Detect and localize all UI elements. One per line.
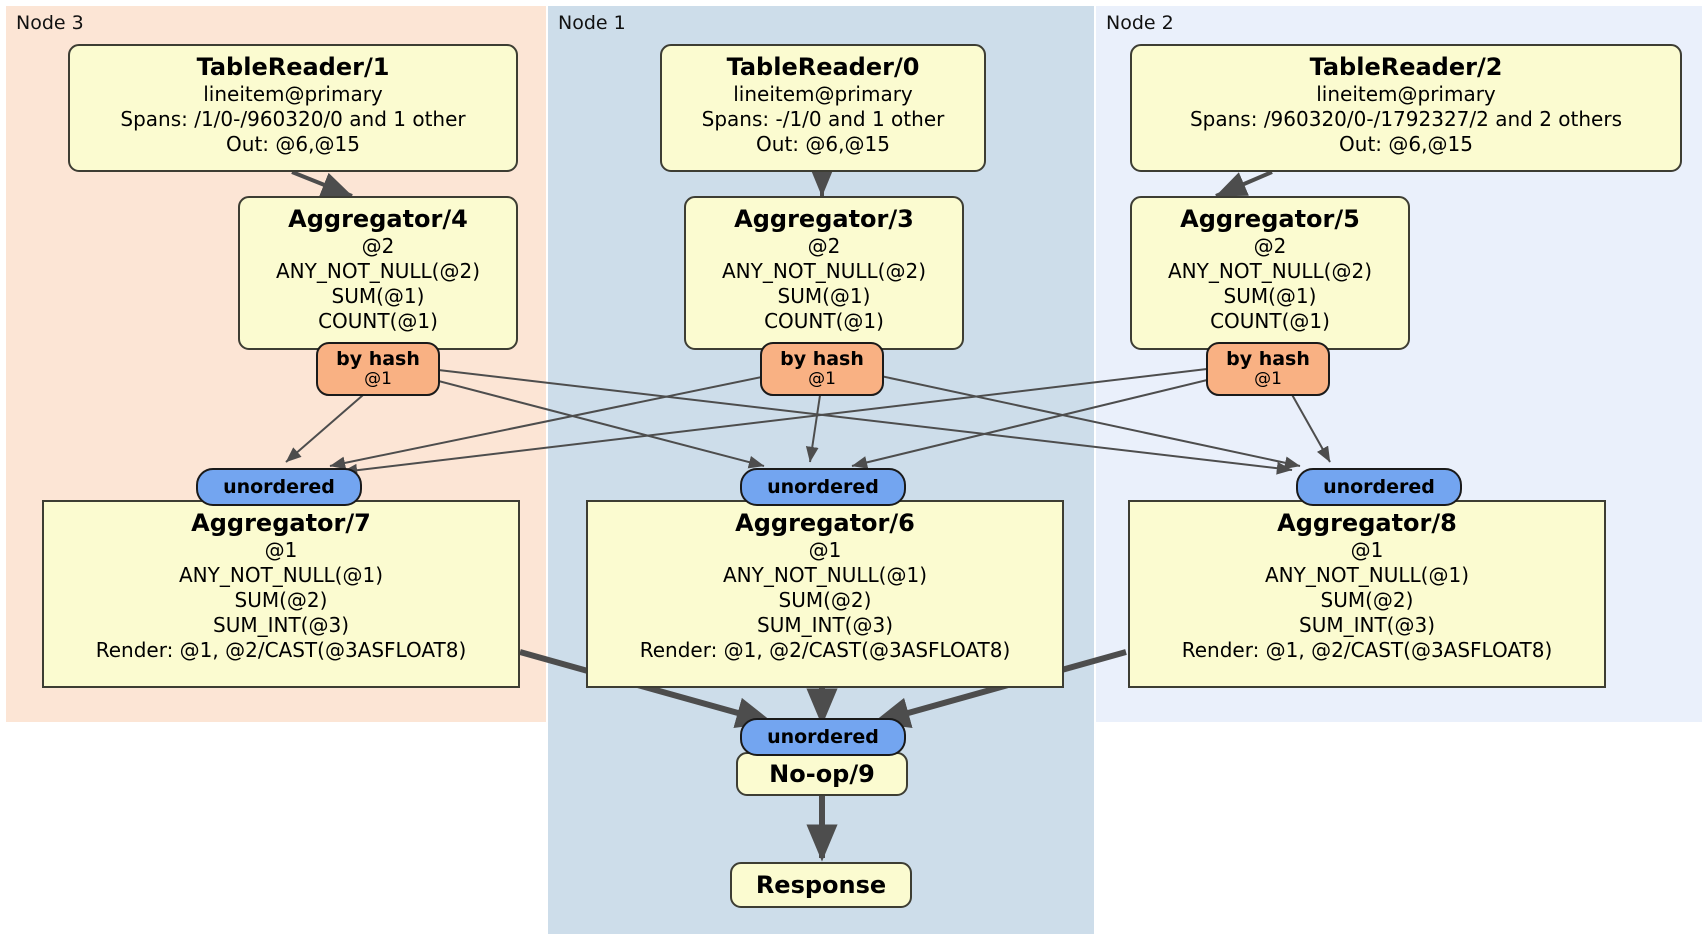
- processor-line: @2: [1253, 234, 1287, 258]
- processor-table-reader-2[interactable]: TableReader/2 lineitem@primary Spans: /9…: [1130, 44, 1682, 172]
- processor-line: ANY_NOT_NULL(@2): [1168, 259, 1372, 283]
- processor-title: Aggregator/6: [735, 509, 915, 537]
- processor-line: lineitem@primary: [733, 82, 913, 106]
- processor-line: lineitem@primary: [1316, 82, 1496, 106]
- processor-line: lineitem@primary: [203, 82, 383, 106]
- processor-noop-9[interactable]: No-op/9: [736, 752, 908, 796]
- processor-title: TableReader/1: [196, 53, 390, 81]
- node-label-node2: Node 2: [1106, 12, 1174, 34]
- processor-line: SUM(@2): [778, 588, 872, 612]
- unordered-sync-label: unordered: [223, 475, 335, 498]
- processor-line: Out: @6,@15: [226, 132, 360, 156]
- unordered-sync-label: unordered: [767, 725, 879, 748]
- processor-line: SUM_INT(@3): [757, 613, 893, 637]
- processor-line: @2: [361, 234, 395, 258]
- processor-title: Aggregator/4: [288, 205, 468, 233]
- unordered-sync-left[interactable]: unordered: [196, 468, 362, 506]
- processor-line: @1: [264, 538, 298, 562]
- processor-title: Response: [755, 871, 887, 899]
- processor-line: Spans: /960320/0-/1792327/2 and 2 others: [1189, 107, 1622, 131]
- processor-title: Aggregator/5: [1180, 205, 1360, 233]
- processor-aggregator-8[interactable]: Aggregator/8 @1 ANY_NOT_NULL(@1) SUM(@2)…: [1128, 500, 1606, 688]
- processor-line: @1: [1350, 538, 1384, 562]
- node-label-node1: Node 1: [558, 12, 626, 34]
- processor-line: SUM(@1): [777, 284, 871, 308]
- hash-router-column: @1: [1254, 369, 1282, 389]
- processor-line: ANY_NOT_NULL(@1): [723, 563, 927, 587]
- hash-router-right[interactable]: by hash @1: [1206, 342, 1330, 396]
- processor-table-reader-1[interactable]: TableReader/1 lineitem@primary Spans: /1…: [68, 44, 518, 172]
- processor-line: Out: @6,@15: [1339, 132, 1473, 156]
- processor-line: SUM(@1): [331, 284, 425, 308]
- processor-line: SUM(@1): [1223, 284, 1317, 308]
- processor-line: @1: [808, 538, 842, 562]
- processor-line: Out: @6,@15: [756, 132, 890, 156]
- hash-router-column: @1: [364, 369, 392, 389]
- processor-aggregator-6[interactable]: Aggregator/6 @1 ANY_NOT_NULL(@1) SUM(@2)…: [586, 500, 1064, 688]
- processor-table-reader-0[interactable]: TableReader/0 lineitem@primary Spans: -/…: [660, 44, 986, 172]
- hash-router-label: by hash: [336, 348, 420, 370]
- processor-line: SUM(@2): [1320, 588, 1414, 612]
- processor-line: Spans: /1/0-/960320/0 and 1 other: [120, 107, 466, 131]
- hash-router-left[interactable]: by hash @1: [316, 342, 440, 396]
- processor-line: Render: @1, @2/CAST(@3ASFLOAT8): [1181, 638, 1553, 662]
- node-label-node3: Node 3: [16, 12, 84, 34]
- unordered-sync-center[interactable]: unordered: [740, 468, 906, 506]
- processor-line: ANY_NOT_NULL(@2): [722, 259, 926, 283]
- unordered-sync-label: unordered: [767, 475, 879, 498]
- processor-title: No-op/9: [769, 760, 875, 788]
- processor-title: TableReader/0: [726, 53, 920, 81]
- hash-router-label: by hash: [1226, 348, 1310, 370]
- processor-aggregator-4[interactable]: Aggregator/4 @2 ANY_NOT_NULL(@2) SUM(@1)…: [238, 196, 518, 350]
- processor-line: SUM_INT(@3): [213, 613, 349, 637]
- processor-line: Spans: -/1/0 and 1 other: [701, 107, 945, 131]
- hash-router-center[interactable]: by hash @1: [760, 342, 884, 396]
- processor-line: SUM_INT(@3): [1299, 613, 1435, 637]
- processor-line: SUM(@2): [234, 588, 328, 612]
- processor-aggregator-5[interactable]: Aggregator/5 @2 ANY_NOT_NULL(@2) SUM(@1)…: [1130, 196, 1410, 350]
- unordered-sync-label: unordered: [1323, 475, 1435, 498]
- processor-title: Aggregator/8: [1277, 509, 1457, 537]
- hash-router-column: @1: [808, 369, 836, 389]
- processor-line: ANY_NOT_NULL(@1): [179, 563, 383, 587]
- processor-line: Render: @1, @2/CAST(@3ASFLOAT8): [95, 638, 467, 662]
- processor-aggregator-3[interactable]: Aggregator/3 @2 ANY_NOT_NULL(@2) SUM(@1)…: [684, 196, 964, 350]
- processor-line: ANY_NOT_NULL(@2): [276, 259, 480, 283]
- unordered-sync-right[interactable]: unordered: [1296, 468, 1462, 506]
- processor-line: ANY_NOT_NULL(@1): [1265, 563, 1469, 587]
- processor-response[interactable]: Response: [730, 862, 912, 908]
- processor-line: COUNT(@1): [764, 309, 884, 333]
- processor-title: Aggregator/7: [191, 509, 371, 537]
- processor-line: @2: [807, 234, 841, 258]
- processor-line: Render: @1, @2/CAST(@3ASFLOAT8): [639, 638, 1011, 662]
- unordered-sync-final[interactable]: unordered: [740, 718, 906, 756]
- processor-line: COUNT(@1): [1210, 309, 1330, 333]
- processor-line: COUNT(@1): [318, 309, 438, 333]
- processor-aggregator-7[interactable]: Aggregator/7 @1 ANY_NOT_NULL(@1) SUM(@2)…: [42, 500, 520, 688]
- processor-title: Aggregator/3: [734, 205, 914, 233]
- hash-router-label: by hash: [780, 348, 864, 370]
- processor-title: TableReader/2: [1309, 53, 1503, 81]
